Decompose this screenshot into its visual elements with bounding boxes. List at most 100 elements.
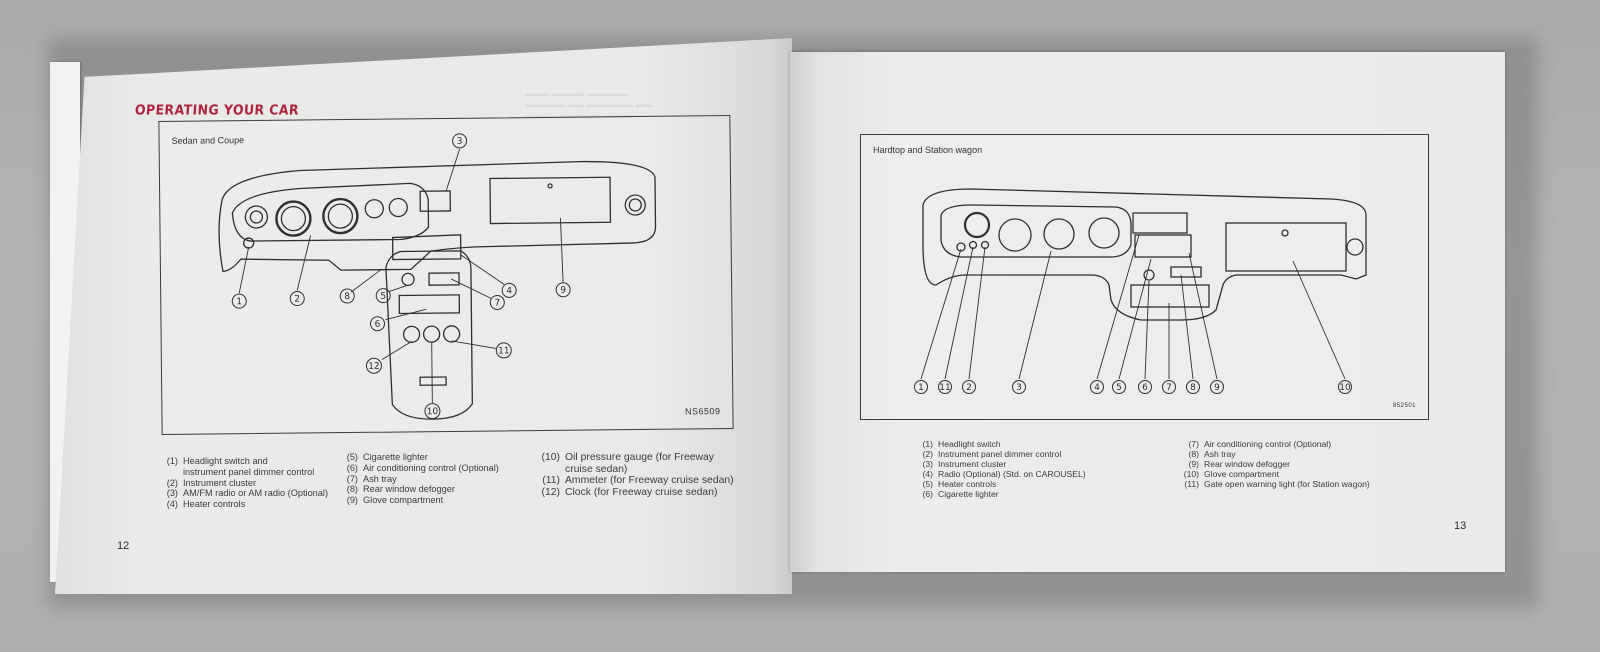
callout-10: 10 [424,403,441,420]
svg-text:6: 6 [375,320,381,330]
ac-control-icon [1130,284,1210,308]
legend-column-1: (1)Headlight switch and instrument panel… [158,456,328,510]
legend-item: (5)Heater controls [922,478,997,489]
svg-text:3: 3 [1016,383,1022,393]
console-outline [385,250,474,420]
legend-item: (5)Cigarette lighter [346,452,428,462]
legend-item: (4)Heater controls [166,499,246,510]
legend-item: (6)Air conditioning control (Optional) [346,462,499,473]
legend-column-3: (10)Oil pressure gauge (for Freeway crui… [532,452,734,498]
small-gauge-icon [388,197,408,218]
heater-controls-icon [1134,234,1192,258]
svg-text:9: 9 [560,286,566,296]
legend-item: (8)Ash tray [1188,448,1236,459]
svg-text:3: 3 [457,137,463,147]
radio-icon [1132,212,1188,234]
right-vent-icon [624,194,646,216]
page-number: 13 [1454,520,1467,532]
headlight-knob-icon [243,237,255,249]
legend-item: (1)Headlight switch [922,439,1001,449]
legend-item: (1)Headlight switch and [166,456,268,466]
legend-item: (7)Air conditioning control (Optional) [1188,439,1332,449]
callout-labels: 1 2 3 4 5 6 7 8 9 10 11 12 [231,133,571,420]
dashboard-diagram: 1 11 2 3 4 5 6 7 8 9 10 [914,188,1367,394]
svg-text:12: 12 [368,362,380,372]
svg-text:2: 2 [294,295,300,305]
left-vent-icon [244,205,269,229]
legend-item: (4)Radio (Optional) (Std. on CAROUSEL) [922,468,1086,479]
legend-item: (10)Oil pressure gauge (for Freeway [541,452,714,463]
cigarette-lighter-icon [401,272,415,287]
svg-text:4: 4 [1094,383,1100,393]
clock-gauge-icon [402,325,421,344]
svg-text:4: 4 [506,286,512,296]
legend-item: (3)Instrument cluster [922,458,1007,469]
legend-item: (12)Clock (for Freeway cruise sedan) [541,486,718,498]
glove-compartment-icon [489,176,612,225]
svg-text:5: 5 [1116,383,1122,393]
ammeter-gauge-icon [442,325,461,343]
glove-compartment-icon [1225,222,1347,272]
svg-text:7: 7 [494,298,500,308]
svg-text:10: 10 [1339,383,1351,393]
callout-10: 10 [1338,380,1352,394]
callout-11: 11 [495,342,512,359]
legend-item: (8)Rear window defogger [346,484,455,495]
legend-item: (10)Glove compartment [1183,468,1279,479]
callout-3: 3 [452,133,468,149]
callout-6: 6 [1138,380,1152,394]
svg-text:10: 10 [427,407,439,417]
dashboard-figure-hardtop-wagon: Hardtop and Station wagon [860,134,1429,420]
dashboard-diagram: 1 2 3 4 5 6 7 8 9 10 11 12 [218,133,657,420]
callout-2: 2 [289,291,305,307]
svg-text:5: 5 [380,292,386,302]
speedometer-gauge-icon [998,218,1032,252]
svg-text:11: 11 [939,383,950,393]
section-heading: OPERATING YOUR CAR [134,101,300,118]
svg-text:1: 1 [918,383,924,393]
legend-item: (2)Instrument cluster [166,477,257,488]
callout-4: 4 [1090,380,1104,394]
oil-pressure-gauge-icon [422,325,441,343]
callout-7: 7 [1162,380,1176,394]
small-gauge-icon [364,199,384,219]
legend-item: (9)Glove compartment [346,495,444,506]
callout-3: 3 [1012,380,1026,394]
callout-12: 12 [365,357,382,374]
heater-controls-icon [391,234,462,261]
right-page: Hardtop and Station wagon [790,52,1505,572]
page-number: 12 [117,540,130,552]
callout-8: 8 [1186,380,1200,394]
callout-11: 11 [938,380,952,394]
svg-text:8: 8 [1190,383,1196,393]
callout-8: 8 [339,288,355,304]
legend-item-continuation: instrument panel dimmer control [183,466,315,477]
dashboard-figure-sedan-coupe: Sedan and Coupe [158,115,734,435]
speedometer-gauge-icon [275,200,312,237]
headlight-switch-icon [956,242,966,252]
callout-1: 1 [914,380,928,394]
legend-item: (7)Ash tray [346,473,397,484]
legend-item: (2)Instrument panel dimmer control [922,448,1062,459]
radio-icon [419,190,451,212]
callout-5: 5 [375,288,391,304]
svg-text:7: 7 [1166,383,1172,393]
callout-4: 4 [501,282,517,298]
legend-column-1: (1)Headlight switch (2)Instrument panel … [913,439,1086,499]
ash-tray-icon [428,272,460,286]
callout-5: 5 [1112,380,1126,394]
figure-code: NS6509 [684,406,721,417]
svg-text:2: 2 [966,383,972,393]
callout-1: 1 [231,293,247,309]
callout-2: 2 [962,380,976,394]
tachometer-gauge-icon [322,197,359,235]
svg-text:6: 6 [1142,383,1148,393]
svg-text:1: 1 [236,297,242,307]
left-page: ▬▬▬ ▬▬▬▬ ▬▬▬▬▬ ▬▬▬▬▬ ▬▬ ▬▬▬▬▬▬ ▬▬ ▬▬▬▬ ▬… [55,38,792,594]
left-vent-icon [963,211,991,239]
legend-column-2: (5)Cigarette lighter (6)Air conditioning… [338,452,499,506]
dash-outline [922,188,1367,321]
cluster-hood [231,182,430,242]
right-vent-icon [1346,238,1364,256]
ash-tray-icon [1170,266,1202,278]
